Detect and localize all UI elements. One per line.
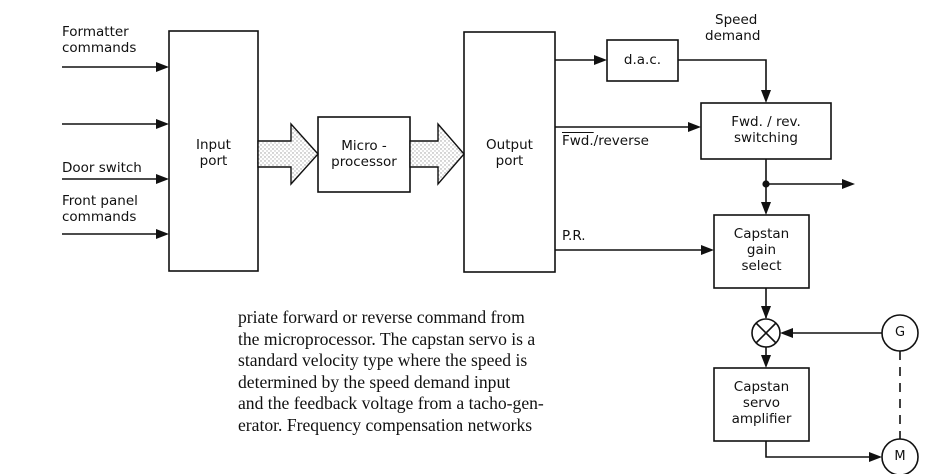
amp-to-motor-line [765,441,876,458]
body-line: the microprocessor. The capstan servo is… [238,328,536,349]
output-port-block [463,31,556,273]
gain-select-label: Capstan gain select [733,226,790,274]
amplifier-block [713,367,810,442]
fwd-reverse-label: Fwd./reverse [562,133,649,149]
microprocessor-label: Micro - processor [331,138,397,170]
input-port-label: Input port [196,137,231,169]
micro-to-output-bus-arrow [409,122,465,186]
speed-demand-label: Speed demand [705,12,761,44]
body-line: determined by the speed demand input [238,371,511,392]
generator-label: G [894,325,906,340]
motor-label: M [894,449,906,464]
body-line: erator. Frequency compensation networks [238,414,533,435]
front-panel-commands-label: Front panel commands [62,193,138,225]
reverse-text: /reverse [593,133,649,149]
dac-label: d.a.c. [623,52,662,68]
pr-label: P.R. [562,228,586,244]
door-switch-label: Door switch [62,160,142,176]
speed-demand-line [678,59,767,98]
amplifier-label: Capstan servo amplifier [731,379,792,427]
body-line: priate forward or reverse command from [238,307,525,327]
formatter-commands-label: Formatter commands [62,24,137,56]
body-line: and the feedback voltage from a tacho-ge… [238,393,544,414]
body-line: standard velocity type where the speed i… [238,350,528,371]
switching-label: Fwd. / rev. switching [731,114,801,146]
body-paragraph: priate forward or reverse command from t… [238,307,708,437]
input-to-micro-bus-arrow [257,122,319,186]
output-port-label: Output port [486,137,533,169]
fwd-overlined-text: Fwd. [562,133,594,149]
gain-block [713,214,810,289]
